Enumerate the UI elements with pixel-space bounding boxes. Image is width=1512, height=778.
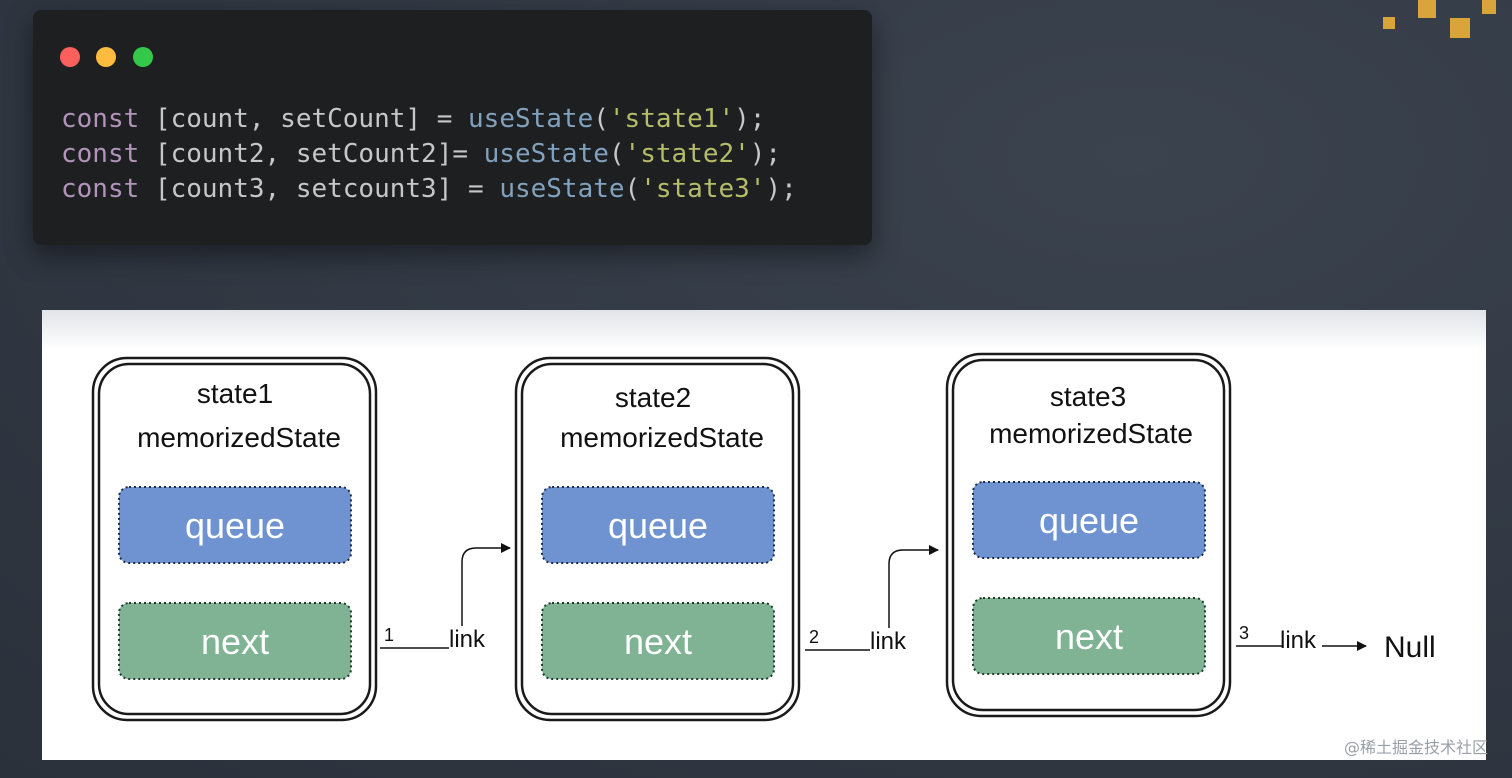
declaration: [count2, setCount2]= <box>139 139 484 169</box>
node-title: state2 <box>615 382 691 413</box>
link-number: 3 <box>1239 623 1249 643</box>
keyword: const <box>61 104 140 134</box>
next-label: next <box>1055 616 1123 657</box>
queue-label: queue <box>1039 500 1139 541</box>
string-literal: 'state2' <box>624 139 750 169</box>
declaration: [count, setCount] = <box>139 104 469 134</box>
declaration: [count3, setcount3] = <box>139 174 500 204</box>
string-literal: 'state3' <box>640 174 766 204</box>
state-node-2: state2 memorizedState queue next <box>514 356 801 722</box>
link-connector-2: 2 link <box>805 545 939 655</box>
next-label: next <box>201 621 269 662</box>
function-name: useState <box>499 174 625 204</box>
next-box <box>118 602 352 680</box>
queue-label: queue <box>185 505 285 546</box>
arrow-icon <box>461 543 511 626</box>
code-block: const [count, setCount] = useState('stat… <box>61 102 797 207</box>
decorative-square <box>1383 17 1395 29</box>
paren: ); <box>765 174 797 204</box>
maximize-dot[interactable] <box>133 47 153 67</box>
arrow-icon <box>888 545 939 628</box>
queue-label: queue <box>608 505 708 546</box>
queue-box <box>541 486 775 564</box>
paren: ); <box>749 139 782 169</box>
decorative-square <box>1418 0 1436 18</box>
null-terminal: Null <box>1384 631 1436 664</box>
decorative-square <box>1450 18 1470 38</box>
next-box <box>972 597 1206 675</box>
close-dot[interactable] <box>60 47 80 67</box>
keyword: const <box>61 174 140 204</box>
decorative-square <box>1482 0 1496 14</box>
node-subtitle: memorizedState <box>560 422 764 453</box>
paren: ( <box>593 104 609 134</box>
next-label: next <box>624 621 692 662</box>
next-box <box>541 602 775 680</box>
node-title: state3 <box>1050 381 1126 412</box>
link-label: link <box>1280 627 1317 654</box>
code-line: const [count2, setCount2]= useState('sta… <box>61 139 781 169</box>
queue-box <box>118 486 352 564</box>
paren: ( <box>624 174 641 204</box>
node-title: state1 <box>197 378 273 409</box>
paren: ( <box>608 139 625 169</box>
code-line: const [count3, setcount3] = useState('st… <box>61 174 797 204</box>
diagram-shadow <box>42 310 1486 350</box>
keyword: const <box>61 139 140 169</box>
link-number: 2 <box>809 627 819 647</box>
state-node-3: state3 memorizedState queue next <box>945 352 1232 718</box>
link-connector-1: 1 link <box>380 543 511 653</box>
link-label: link <box>449 626 486 653</box>
paren: ); <box>734 104 766 134</box>
link-connector-3: 3 link Null <box>1236 623 1436 664</box>
node-subtitle: memorizedState <box>989 418 1193 449</box>
code-window: const [count, setCount] = useState('stat… <box>33 10 872 245</box>
minimize-dot[interactable] <box>96 47 116 67</box>
queue-box <box>972 481 1206 559</box>
state-node-1: state1 memorizedState queue next <box>91 356 378 722</box>
node-subtitle: memorizedState <box>137 422 341 453</box>
code-line: const [count, setCount] = useState('stat… <box>61 104 765 134</box>
function-name: useState <box>483 139 609 169</box>
function-name: useState <box>468 104 594 134</box>
link-number: 1 <box>384 625 394 645</box>
string-literal: 'state1' <box>608 104 735 134</box>
watermark: @稀土掘金技术社区 <box>1343 738 1488 757</box>
linked-list-diagram: state1 memorizedState queue next state2 … <box>42 310 1486 760</box>
diagram-canvas: state1 memorizedState queue next state2 … <box>91 352 1436 722</box>
link-label: link <box>870 628 907 655</box>
